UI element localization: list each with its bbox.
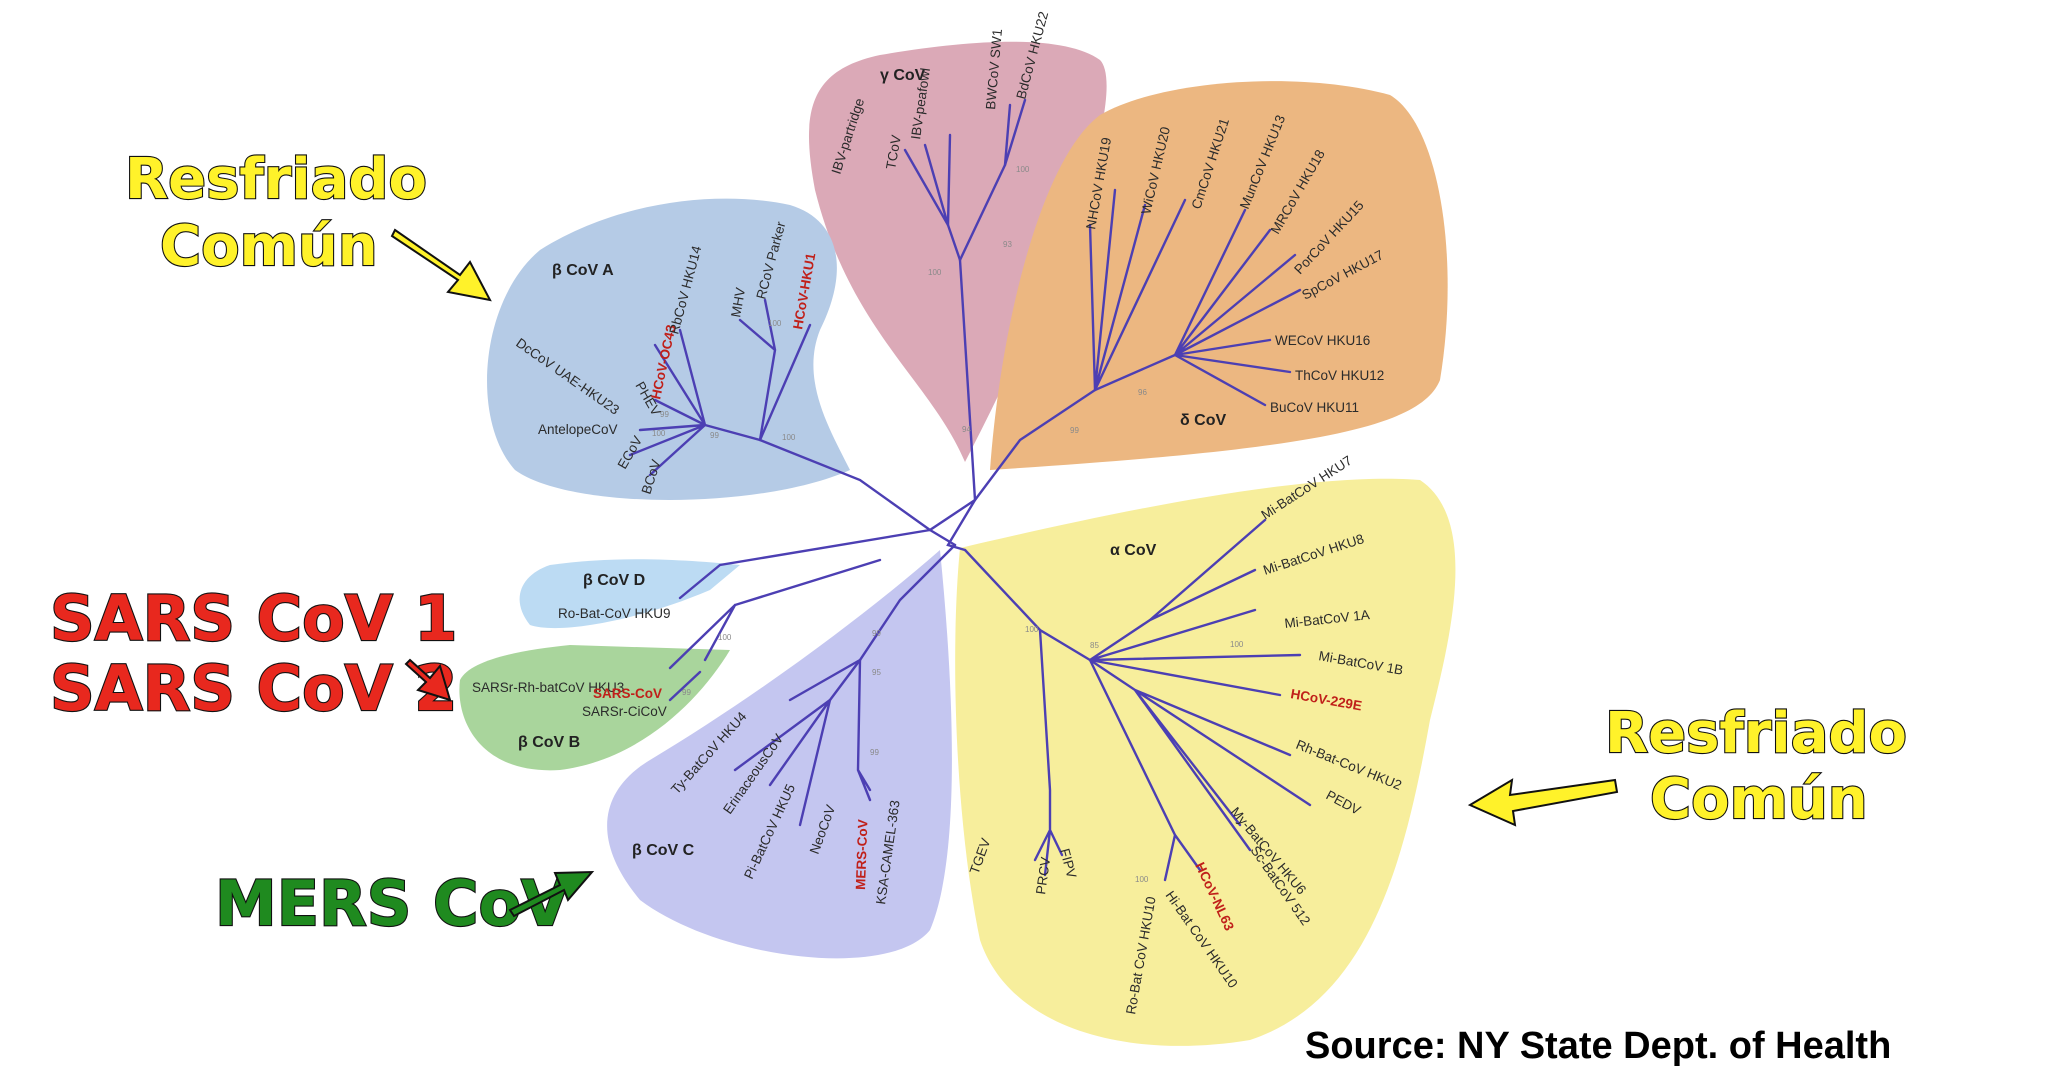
bootstrap-value: 100 [1135,875,1149,884]
bootstrap-value: 99 [710,431,719,440]
bootstrap-value: 100 [1025,625,1039,634]
arrow-icon [404,658,452,702]
clade-region-alpha [955,478,1456,1046]
clade-label-beta-b: β CoV B [518,734,580,751]
tree-branches [628,98,1312,882]
svg-text:Común: Común [160,214,378,279]
leaf-label: BuCoV HKU11 [1270,400,1359,415]
callout-sars: SARS CoV 1 SARS CoV 2 [49,581,459,726]
clade-label-beta-d: β CoV D [583,572,645,589]
source-credit: Source: NY State Dept. of Health [1305,1025,1891,1067]
leaf-label: PRCV [1033,856,1053,895]
leaf-label: Ro-Bat-CoV HKU9 [558,606,671,621]
bootstrap-value: 99 [660,410,669,419]
bootstrap-value: 100 [782,433,796,442]
bootstrap-value: 100 [768,319,782,328]
svg-text:Común: Común [1650,767,1868,832]
bootstrap-value: 99 [682,688,691,697]
bootstrap-value: 100 [928,268,942,277]
bootstrap-value: 94 [962,425,971,434]
bootstrap-value: 85 [1090,641,1099,650]
leaf-label: WECoV HKU16 [1275,333,1370,348]
leaf-label: SARSr-Rh-batCoV HKU3 [472,680,624,695]
arrow-icon [508,870,595,918]
leaf-label: SARS-CoV [593,686,662,701]
bootstrap-value: 99 [1070,426,1079,435]
svg-text:Resfriado: Resfriado [1605,701,1907,766]
clade-region-beta-b [459,645,730,771]
bootstrap-value: 95 [872,668,881,677]
leaf-label: BWCoV SW1 [983,28,1005,110]
leaf-label: SARSr-CiCoV [582,704,667,719]
svg-text:SARS CoV 1: SARS CoV 1 [50,582,457,655]
callout-common-cold-left: Resfriado Común [124,146,492,302]
leaf-label: ThCoV HKU12 [1295,368,1384,383]
clade-region-beta-a [487,198,850,500]
bootstrap-value: 93 [1003,240,1012,249]
svg-text:MERS CoV: MERS CoV [215,867,569,940]
clade-region-beta-d [519,559,740,629]
bootstrap-value: 100 [1016,165,1030,174]
leaf-label: MHV [728,286,748,318]
clade-label-delta: δ CoV [1180,412,1226,429]
leaf-label: MERS-CoV [853,819,870,890]
callout-common-cold-right: Resfriado Común [1467,700,1908,833]
clade-label-beta-c: β CoV C [632,842,695,859]
clade-label-beta-a: β CoV A [552,262,614,279]
clade-label-gamma: γ CoV [880,67,926,84]
leaf-label: AntelopeCoV [538,422,618,437]
arrow-icon [390,228,492,302]
callout-mers: MERS CoV [214,866,595,941]
svg-text:Resfriado: Resfriado [125,147,427,212]
bootstrap-value: 99 [872,629,881,638]
bootstrap-value: 100 [718,633,732,642]
leaf-label: TCoV [883,134,904,171]
clade-label-alpha: α CoV [1110,542,1157,559]
arrow-icon [1467,778,1619,827]
bootstrap-value: 100 [1230,640,1244,649]
bootstrap-value: 96 [1138,388,1147,397]
bootstrap-value: 100 [652,429,666,438]
bootstrap-value: 99 [870,748,879,757]
svg-text:SARS CoV 2: SARS CoV 2 [50,652,457,725]
